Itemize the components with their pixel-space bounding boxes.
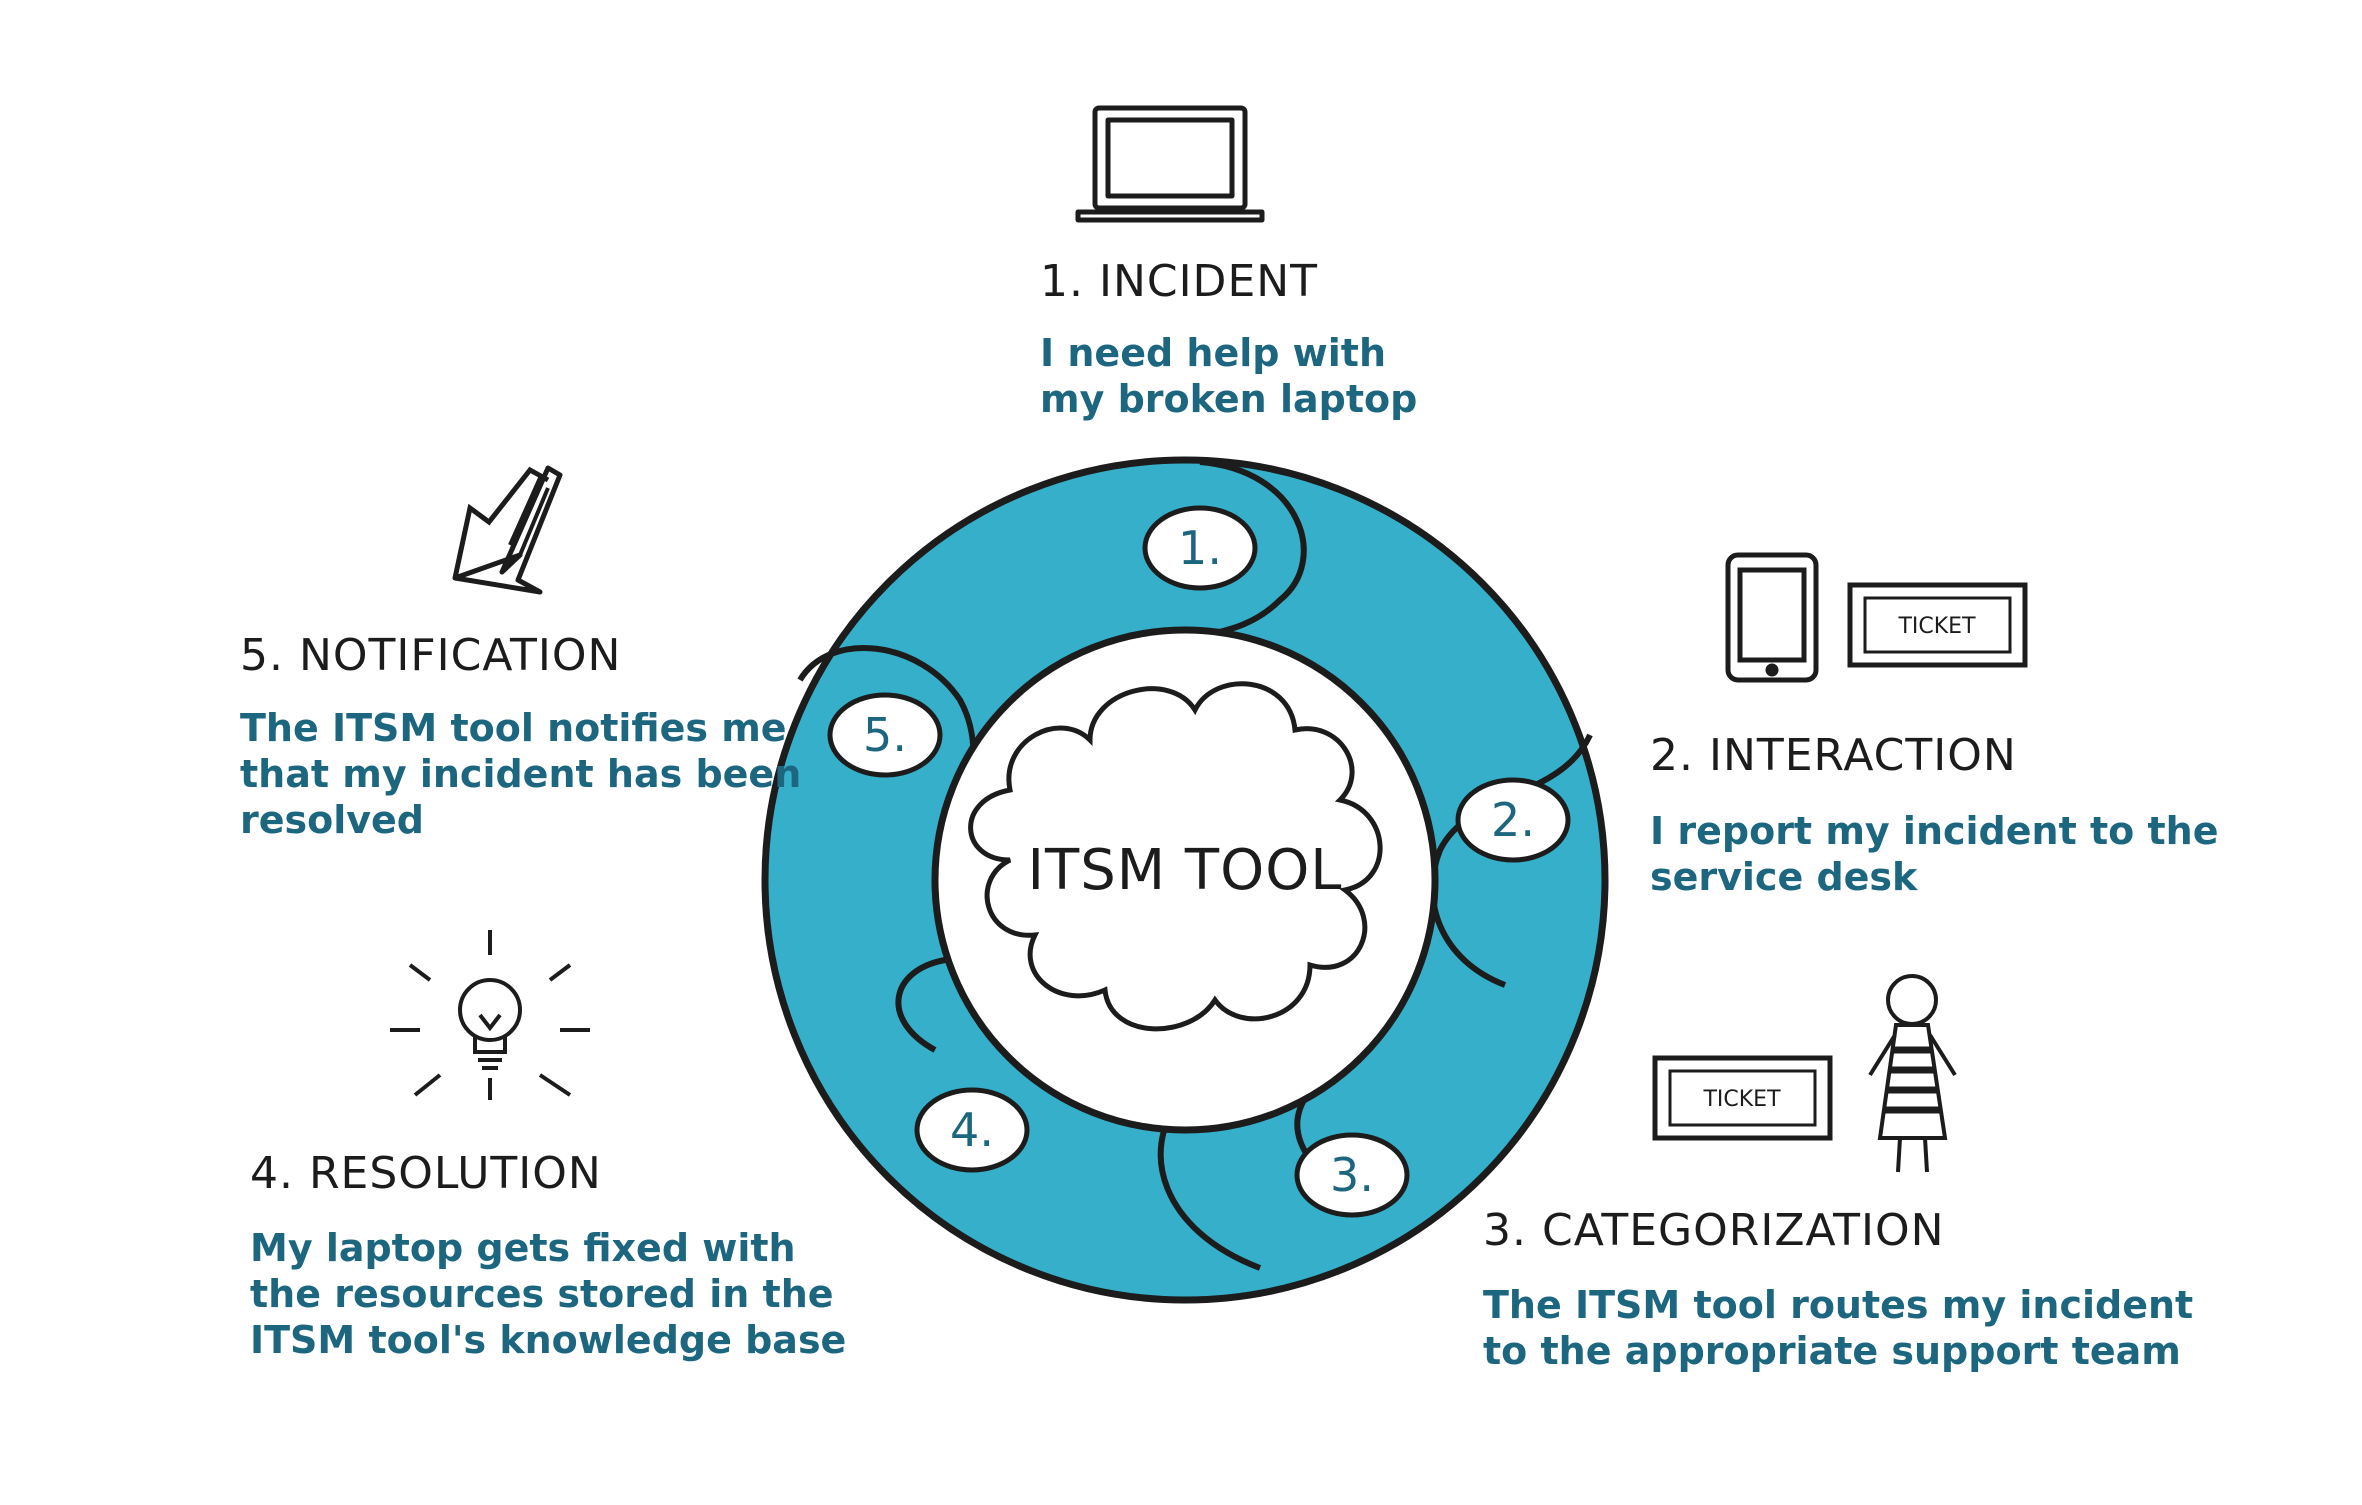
desc-line: I report my incident to the [1650,809,2219,853]
desc-line: my broken laptop [1040,377,1418,421]
desc-line: My laptop gets fixed with [250,1226,796,1270]
step-desc-resolution: My laptop gets fixed with the resources … [250,1225,846,1363]
desc-line: that my incident has been [240,752,802,796]
step-title-incident: 1. INCIDENT [1040,256,1319,307]
desc-line: I need help with [1040,331,1387,375]
tablet-icon [1725,552,1819,683]
desc-line: the resources stored in the [250,1272,834,1316]
step-title-interaction: 2. INTERACTION [1650,730,2017,781]
step-desc-interaction: I report my incident to the service desk [1650,808,2218,900]
step-desc-categorization: The ITSM tool routes my incident to the … [1483,1282,2193,1374]
cloud-icon [968,681,1383,1032]
step-number-1: 1. [1178,521,1222,575]
step-badge-4: 4. [914,1087,1030,1173]
ticket-label-bottom: TICKET [1702,1087,1781,1112]
desc-line: The ITSM tool routes my incident [1483,1283,2194,1327]
step-desc-incident: I need help with my broken laptop [1040,330,1417,422]
person-icon [1868,974,1957,1173]
cursor-arrow-icon [452,465,563,595]
step-title-resolution: 4. RESOLUTION [250,1148,602,1199]
laptop-icon [1075,105,1265,223]
step-badge-3: 3. [1294,1132,1410,1218]
lightbulb-icon [390,930,590,1100]
step-badge-5: 5. [827,692,943,778]
step-desc-notification: The ITSM tool notifies me that my incide… [240,705,801,843]
ticket-icon-bottom: TICKET [1652,1055,1833,1141]
step-badge-2: 2. [1455,777,1571,863]
desc-line: service desk [1650,855,1918,899]
ticket-icon-top: TICKET [1847,582,2028,668]
step-number-4: 4. [950,1103,994,1157]
step-title-notification: 5. NOTIFICATION [240,630,622,681]
step-number-5: 5. [863,708,907,762]
desc-line: to the appropriate support team [1483,1329,2181,1373]
step-title-categorization: 3. CATEGORIZATION [1483,1205,1945,1256]
center-label: ITSM TOOL [1027,838,1343,903]
desc-line: ITSM tool's knowledge base [250,1318,847,1362]
desc-line: resolved [240,798,425,842]
step-number-3: 3. [1330,1148,1374,1202]
desc-line: The ITSM tool notifies me [240,706,787,750]
step-number-2: 2. [1491,793,1535,847]
ticket-label-top: TICKET [1897,614,1976,639]
step-badge-1: 1. [1142,505,1258,591]
